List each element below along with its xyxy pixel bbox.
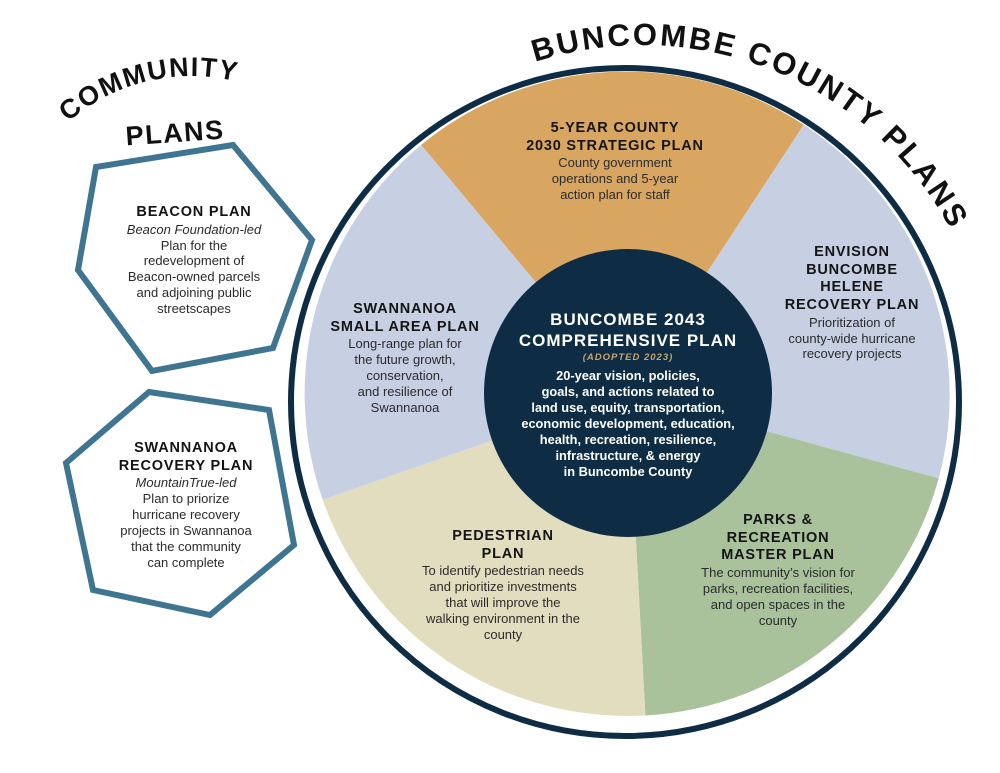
beacon-plan-block: BEACON PLAN Beacon Foundation-led Plan f… [98, 204, 290, 317]
comprehensive-desc-3: land use, equity, transportation, [531, 400, 725, 416]
swannanoa-area-desc-5: Swannanoa [370, 399, 440, 415]
parks-plan-block: PARKS & RECREATION MASTER PLAN The commu… [668, 512, 888, 629]
swannanoa-area-plan-block: SWANNANOA SMALL AREA PLAN Long-range pla… [310, 301, 500, 416]
beacon-title: BEACON PLAN [136, 204, 252, 220]
comprehensive-desc-7: in Buncombe County [563, 463, 693, 479]
comprehensive-title-1: BUNCOMBE 2043 [550, 310, 706, 329]
swannanoa-area-desc-4: and resilience of [357, 383, 453, 399]
beacon-subtitle: Beacon Foundation-led [126, 221, 262, 237]
parks-desc-2: parks, recreation facilities, [702, 580, 854, 596]
pedestrian-desc-1: To identify pedestrian needs [422, 563, 584, 579]
swannanoa-recovery-desc-2: hurricane recovery [132, 507, 240, 523]
strategic-title-1: 5-YEAR COUNTY [550, 120, 680, 136]
pedestrian-title-2: PLAN [481, 545, 525, 562]
swannanoa-recovery-title-1: SWANNANOA [134, 440, 238, 456]
pedestrian-desc-2: and prioritize investments [429, 579, 577, 595]
strategic-title-2: 2030 STRATEGIC PLAN [526, 137, 704, 154]
swannanoa-recovery-hexagon [62, 388, 298, 619]
beacon-desc-5: streetscapes [157, 300, 231, 316]
beacon-desc-2: redevelopment of [143, 253, 245, 269]
parks-desc-3: and open spaces in the [710, 596, 846, 612]
swannanoa-area-desc-2: the future growth, [354, 352, 456, 368]
beacon-hexagon [74, 141, 316, 375]
envision-desc-3: recovery projects [802, 346, 902, 362]
pedestrian-desc-3: that will improve the [445, 595, 561, 611]
pedestrian-desc-5: county [483, 626, 523, 642]
pedestrian-plan-block: PEDESTRIAN PLAN To identify pedestrian n… [393, 528, 613, 643]
comprehensive-desc-1: 20-year vision, policies, [556, 368, 700, 384]
strategic-desc-2: operations and 5-year [551, 171, 679, 187]
envision-title-2: BUNCOMBE [806, 261, 898, 278]
parks-title-1: PARKS & [743, 512, 813, 528]
envision-title-4: RECOVERY PLAN [784, 297, 920, 314]
swannanoa-recovery-plan-block: SWANNANOA RECOVERY PLAN MountainTrue-led… [86, 440, 286, 571]
swannanoa-area-desc-1: Long-range plan for [348, 336, 462, 352]
community-plans-title-line2: PLANS [125, 115, 226, 152]
beacon-desc-3: Beacon-owned parcels [127, 269, 261, 285]
strategic-desc-1: County government [558, 155, 672, 171]
swannanoa-recovery-title-2: RECOVERY PLAN [118, 457, 254, 474]
strategic-plan-block: 5-YEAR COUNTY 2030 STRATEGIC PLAN County… [490, 120, 740, 203]
swannanoa-recovery-subtitle: MountainTrue-led [135, 475, 237, 491]
center-circle [484, 249, 772, 537]
swannanoa-area-desc-3: conservation, [366, 368, 444, 384]
comprehensive-desc-5: health, recreation, resilience, [539, 431, 717, 447]
envision-plan-block: ENVISION BUNCOMBE HELENE RECOVERY PLAN P… [762, 244, 942, 362]
comprehensive-desc-6: infrastructure, & energy [555, 447, 701, 463]
comprehensive-title-2: COMPREHENSIVE PLAN [518, 330, 738, 350]
swannanoa-area-title-2: SMALL AREA PLAN [330, 318, 480, 335]
pedestrian-title-1: PEDESTRIAN [452, 528, 554, 544]
swannanoa-recovery-desc-3: projects in Swannanoa [120, 522, 252, 538]
parks-title-2: RECREATION [726, 529, 830, 546]
segment-strategic-bg [421, 71, 804, 393]
envision-title-1: ENVISION [814, 244, 890, 260]
parks-desc-4: county [758, 612, 798, 628]
envision-desc-2: county-wide hurricane [788, 330, 916, 346]
parks-desc-1: The community’s vision for [701, 565, 855, 581]
comprehensive-desc-2: goals, and actions related to [541, 384, 715, 400]
swannanoa-recovery-desc-1: Plan to priorize [142, 491, 230, 507]
strategic-desc-3: action plan for staff [560, 187, 670, 203]
swannanoa-recovery-desc-4: that the community [131, 538, 241, 554]
comprehensive-plan-block: BUNCOMBE 2043 COMPREHENSIVE PLAN (ADOPTE… [494, 310, 762, 480]
beacon-desc-4: and adjoining public [136, 285, 252, 301]
beacon-desc-1: Plan for the [160, 237, 228, 253]
pedestrian-desc-4: walking environment in the [426, 610, 580, 626]
parks-title-3: MASTER PLAN [721, 547, 835, 564]
swannanoa-recovery-desc-5: can complete [147, 554, 225, 570]
envision-title-3: HELENE [820, 279, 884, 296]
comprehensive-desc-4: economic development, education, [521, 416, 735, 431]
comprehensive-adopted: (ADOPTED 2023) [582, 352, 674, 364]
swannanoa-area-title-1: SWANNANOA [353, 301, 457, 317]
envision-desc-1: Prioritization of [809, 314, 895, 330]
